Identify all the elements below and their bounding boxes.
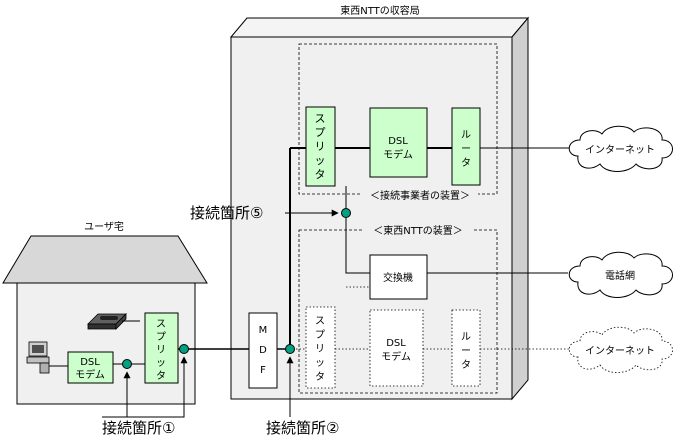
ntt-router-char-3: タ [461, 359, 471, 371]
operator-splitter [305, 106, 336, 187]
internet-cloud-top [568, 125, 673, 172]
connection-point-1-label: 接続箇所① [102, 419, 175, 437]
internet-bottom-label: インターネット [585, 345, 655, 357]
home-dsl-modem-line2: モデム [75, 368, 105, 381]
home-splitter-char-2: プ [156, 331, 166, 343]
operator-router-char-3: タ [461, 157, 471, 169]
internet-top-label: インターネット [585, 144, 655, 156]
ntt-splitter-char-3: リ [315, 344, 325, 355]
operator-router-char-2: ー [461, 144, 471, 155]
connection-dot-mdf [285, 344, 295, 354]
phone-network-label: 電話網 [605, 269, 635, 282]
ntt-splitter-char-4: ッ [315, 358, 325, 369]
ntt-router-char-1: ル [461, 332, 471, 343]
home-title: ユーザ宅 [84, 220, 124, 233]
operator-router [451, 107, 481, 186]
home-dsl-modem-line1: DSL [80, 357, 100, 368]
mdf [248, 312, 278, 389]
operator-group-label: ＜接続事業者の装置＞ [370, 189, 470, 202]
operator-splitter-char-1: ス [315, 112, 326, 125]
internet-cloud-bottom [568, 326, 673, 373]
operator-splitter-char-4: ッ [315, 154, 326, 167]
operator-splitter-char-3: リ [315, 140, 326, 153]
wiring-unused [296, 286, 570, 350]
telephone-switch [369, 254, 428, 300]
mdf-char-2: D [259, 345, 267, 356]
home-dsl-modem [67, 351, 114, 384]
ntt-equipment-group [298, 229, 498, 394]
mdf-char-3: F [260, 365, 266, 376]
connection-dot-point5 [341, 208, 351, 218]
operator-dsl-modem [369, 107, 428, 178]
ntt-dsl-modem-line2: モデム [381, 350, 411, 363]
ntt-splitter-char-2: プ [315, 329, 325, 341]
home-splitter-char-1: ス [156, 319, 166, 330]
ntt-splitter [305, 306, 336, 389]
operator-dsl-modem-line1: DSL [388, 136, 408, 147]
operator-splitter-char-2: プ [315, 126, 326, 139]
ntt-dsl-modem [369, 309, 424, 387]
telephone-icon [87, 313, 140, 330]
home-splitter-char-5: タ [156, 370, 166, 382]
ntt-group-label: ＜東西NTTの装置＞ [373, 224, 463, 237]
operator-splitter-char-5: タ [315, 168, 326, 181]
computer-icon [26, 341, 68, 374]
ntt-router-char-2: ー [461, 346, 471, 357]
ntt-dsl-modem-line1: DSL [386, 338, 406, 349]
telephone-switch-label: 交換機 [383, 271, 413, 284]
exchange-title: 東西NTTの収容局 [340, 4, 420, 17]
operator-dsl-modem-line2: モデム [383, 148, 413, 161]
home-splitter [144, 312, 179, 384]
callout-lines [102, 209, 339, 418]
phone-network-cloud [568, 251, 673, 298]
operator-router-char-1: ル [461, 130, 471, 141]
connection-point-5-label: 接続箇所⑤ [190, 204, 263, 222]
ntt-splitter-char-5: タ [315, 371, 325, 383]
connection-point-2-label: 接続箇所② [266, 419, 339, 437]
ntt-router [451, 309, 481, 387]
connection-dot-home-modem [122, 359, 132, 369]
mdf-char-1: M [259, 325, 268, 336]
home-splitter-char-3: リ [156, 345, 166, 356]
connection-dot-home-line [179, 344, 189, 354]
ntt-splitter-char-1: ス [315, 316, 325, 327]
home-splitter-char-4: ッ [156, 358, 166, 369]
